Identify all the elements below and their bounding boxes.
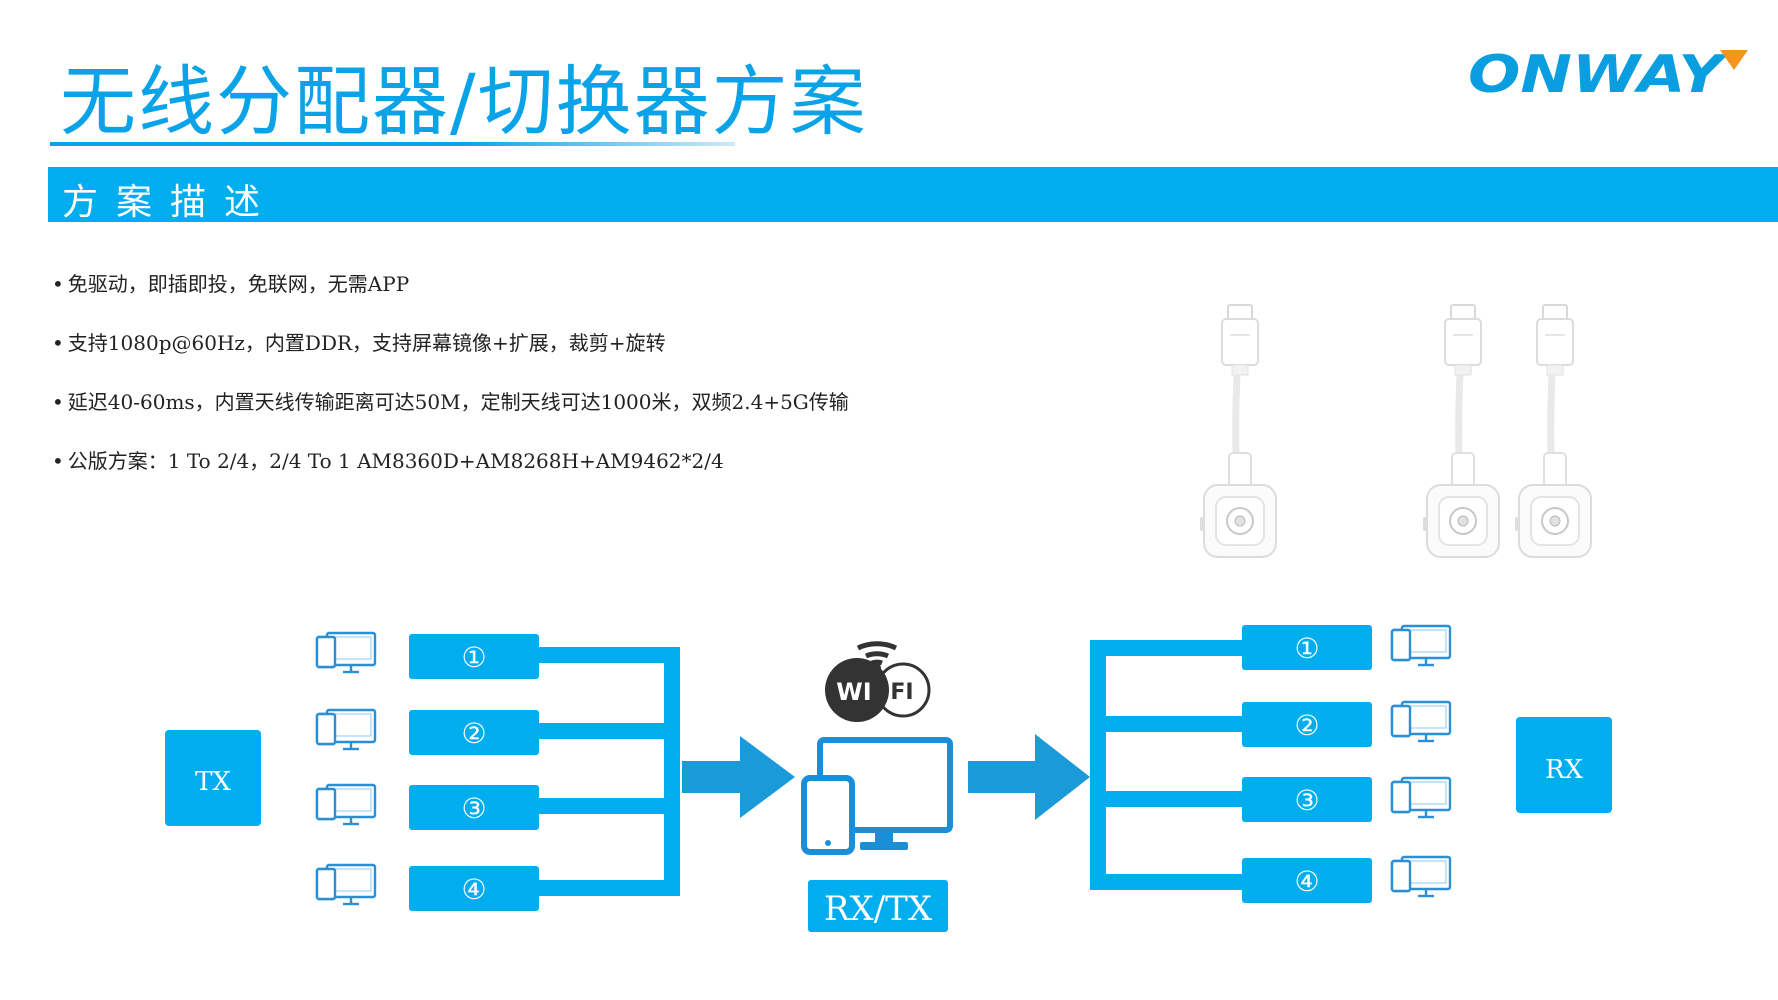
list-item-text: 延迟40-60ms，内置天线传输距离可达50M，定制天线可达1000米，双频2.… [67,390,849,414]
left-port-box [409,634,539,679]
page-title: 无线分配器/切换器方案 [60,57,868,146]
right-port-box [1242,625,1372,670]
bullet-dot: • [52,331,64,355]
list-item-text: 免驱动，即插即投，免联网，无需APP [67,272,410,296]
left-port-box [409,785,539,830]
section-header-band: 方案描述 [48,167,1778,223]
section-label: 方案描述 [62,182,279,223]
right-port-box [1242,702,1372,747]
monitor-phone-icon [315,708,377,751]
center-label: RX/TX [824,889,933,929]
title-underline [50,142,735,146]
list-item: •延迟40-60ms，内置天线传输距离可达50M，定制天线可达1000米，双频2… [52,386,849,445]
rx-dongle-image [1423,305,1499,557]
left-port-number: ① [461,641,486,674]
monitor-phone-icon [1390,700,1452,743]
monitor-phone-icon [1390,624,1452,667]
left-port-number: ④ [461,873,486,906]
feature-list: •免驱动，即插即投，免联网，无需APP •支持1080p@60Hz，内置DDR，… [52,268,849,504]
left-bracket [536,647,680,896]
monitor-phone-icon [1390,776,1452,819]
right-bracket [1090,640,1245,890]
bullet-dot: • [52,272,64,296]
left-port-box [409,866,539,911]
wifi-icon: WI FI [825,641,931,722]
monitor-phone-icon [315,631,377,674]
center-box [808,880,948,932]
tx-dongle-image [1200,305,1276,557]
list-item-text: 支持1080p@60Hz，内置DDR，支持屏幕镜像+扩展，裁剪+旋转 [67,331,666,355]
left-flow-arrow [682,736,795,818]
list-item-text: 公版方案：1 To 2/4，2/4 To 1 AM8360D+AM8268H+A… [67,449,724,473]
right-port-box [1242,858,1372,903]
rx-dongle-image [1515,305,1591,557]
tx-label: TX [195,767,231,797]
monitor-phone-icon [1390,855,1452,898]
center-monitor-phone-icon [801,737,953,855]
rx-box [1516,717,1612,813]
list-item: •支持1080p@60Hz，内置DDR，支持屏幕镜像+扩展，裁剪+旋转 [52,327,849,386]
bullet-dot: • [52,390,64,414]
logo-orange-triangle [1720,50,1748,70]
bullet-dot: • [52,449,64,473]
left-port-box [409,710,539,755]
monitor-phone-icon [315,783,377,826]
tx-box [165,730,261,826]
right-flow-arrow [968,734,1090,820]
rx-label: RX [1545,755,1584,785]
right-port-number: ① [1294,632,1319,665]
onway-logo: ONWAY [1468,45,1748,100]
right-port-number: ④ [1294,865,1319,898]
wifi-text-left: WI [836,678,871,706]
list-item: •公版方案：1 To 2/4，2/4 To 1 AM8360D+AM8268H+… [52,445,849,504]
right-port-number: ③ [1294,784,1319,817]
left-port-number: ② [461,717,486,750]
monitor-phone-icon [315,863,377,906]
right-port-box [1242,777,1372,822]
right-port-number: ② [1294,709,1319,742]
list-item: •免驱动，即插即投，免联网，无需APP [52,268,849,327]
wifi-text-right: FI [890,680,913,705]
logo-text: ONWAY [1468,45,1729,100]
left-port-number: ③ [461,792,486,825]
